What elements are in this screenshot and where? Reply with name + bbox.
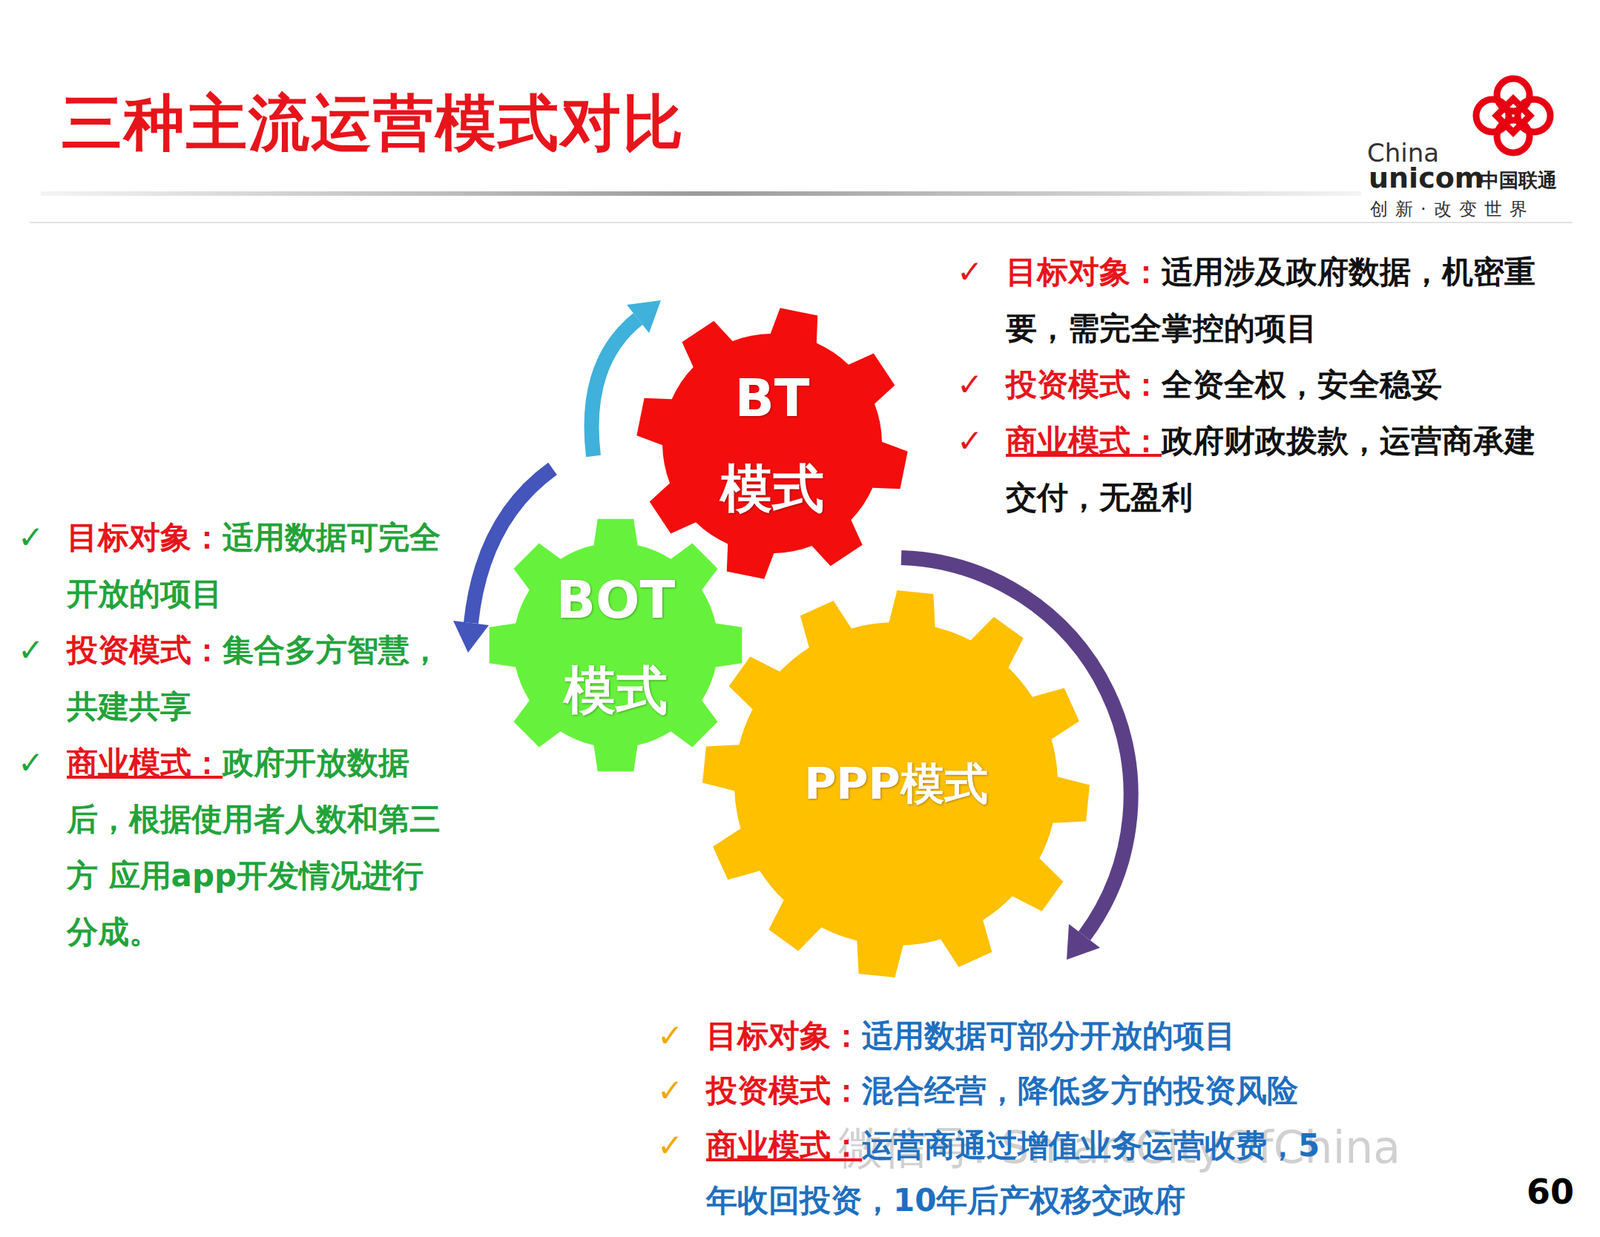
gear-label: BT 模式 xyxy=(712,353,832,535)
gear-node: BT 模式 xyxy=(636,307,908,580)
check-mark: ✓ xyxy=(956,356,983,414)
knot-core xyxy=(1496,98,1530,133)
page-number: 60 xyxy=(1526,1171,1575,1213)
slide-title: 三种主流运营模式对比 xyxy=(61,83,685,165)
title-rule xyxy=(40,191,1362,196)
gear-shape xyxy=(488,517,744,773)
item-key: 投资模式： xyxy=(706,1072,862,1109)
bullet-list: ✓目标对象：适用数据可完全开放的项目✓投资模式：集合多方智慧，共建共享✓商业模式… xyxy=(17,509,452,961)
check-mark: ✓ xyxy=(17,509,44,566)
bullet-item: ✓目标对象：适用数据可完全开放的项目 xyxy=(17,509,452,623)
gear-outline xyxy=(636,307,908,579)
item-value: 全资全权，安全稳妥 xyxy=(1161,366,1443,403)
item-value: 混合经营，降低多方的投资风险 xyxy=(861,1072,1299,1109)
gear-node: PPP模式 xyxy=(702,590,1090,978)
item-key: 目标对象： xyxy=(1005,253,1162,291)
logo-text: unicom xyxy=(1368,161,1484,195)
bullet-item: ✓ 投资模式：混合经营，降低多方的投资风险 xyxy=(657,1063,1334,1119)
item-key: 商业模式： xyxy=(706,1127,862,1164)
check-mark: ✓ xyxy=(17,735,44,792)
arrow-head xyxy=(1066,924,1101,960)
bullet-item: ✓ 投资模式：全资全权，安全稳妥 xyxy=(956,356,1551,414)
bullet-item: ✓目标对象：适用涉及政府数据，机密重要，需完全掌控的项目 xyxy=(956,244,1551,357)
bullet-item: ✓商业模式：政府开放数据后，根据使用者人数和第三方 应用app开发情况进行分成。 xyxy=(17,735,452,961)
item-key: 目标对象： xyxy=(66,519,223,556)
gear-shape xyxy=(636,307,908,580)
item-key: 商业模式： xyxy=(1005,422,1162,460)
check-mark: ✓ xyxy=(657,1118,684,1174)
gear-label: PPP模式 xyxy=(732,758,1060,811)
gear-label: BOT 模式 xyxy=(545,554,687,737)
arrow-head xyxy=(626,300,661,334)
bullet-item: ✓投资模式：集合多方智慧，共建共享 xyxy=(17,622,452,736)
gear-outline xyxy=(489,519,743,773)
thin-rule xyxy=(29,221,1573,224)
item-key: 投资模式： xyxy=(1005,366,1162,403)
gear-outline xyxy=(702,590,1090,978)
check-mark: ✓ xyxy=(657,1063,684,1119)
bullet-list: ✓ 目标对象：适用数据可部分开放的项目 ✓ 投资模式：混合经营，降低多方的投资风险 ✓ 商… xyxy=(657,1008,1334,1229)
item-key: 商业模式： xyxy=(66,744,223,782)
arrow-head xyxy=(453,620,489,653)
item-value: 适用数据可部分开放的项目 xyxy=(861,1017,1236,1055)
unicom-knot xyxy=(1476,78,1551,153)
gear-node: BOT 模式 xyxy=(488,517,744,773)
item-key: 目标对象： xyxy=(706,1017,862,1055)
check-mark: ✓ xyxy=(17,622,44,679)
logo-text: 中国联通 xyxy=(1479,167,1557,194)
check-mark: ✓ xyxy=(657,1008,684,1064)
logo-slogan: 创新·改变世界 xyxy=(1370,197,1535,222)
bullet-item: ✓商业模式：运营商通过增值业务运营收费，5年收回投资，10年后产权移交政府 xyxy=(657,1118,1334,1229)
item-key: 投资模式： xyxy=(66,631,223,669)
cycle-arrow xyxy=(591,318,639,457)
check-mark: ✓ xyxy=(956,244,983,301)
check-mark: ✓ xyxy=(956,413,983,470)
bullet-item: ✓商业模式：政府财政拨款，运营商承建交付，无盈利 xyxy=(956,413,1551,526)
bullet-list: ✓目标对象：适用涉及政府数据，机密重要，需完全掌控的项目✓投资模式：全资全权，安… xyxy=(956,244,1551,526)
bullet-item: ✓ 目标对象：适用数据可部分开放的项目 xyxy=(657,1008,1334,1064)
